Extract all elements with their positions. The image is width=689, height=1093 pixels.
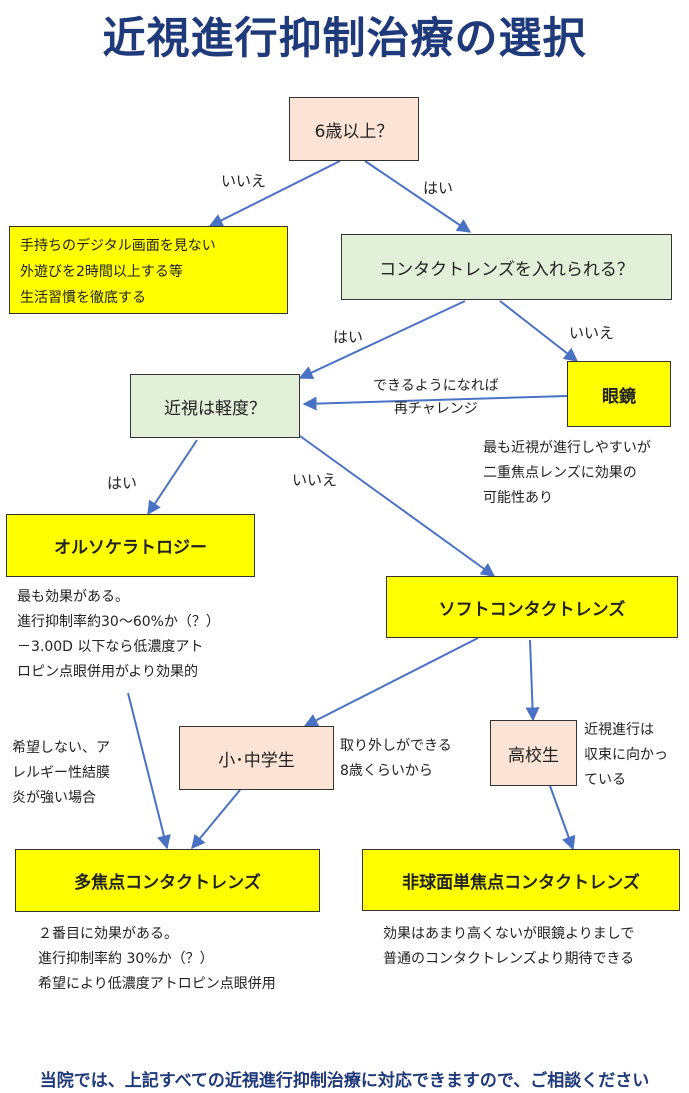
- note-allergy: 希望しない、ア レルギー性結膜 炎が強い場合: [12, 736, 110, 811]
- note-orthok: 最も効果がある。 進行抑制率約30～60%か（？） －3.00D 以下なら低濃度…: [17, 585, 220, 685]
- arrow-mild-to-soft: [299, 435, 496, 577]
- edge-label-retry-line: 再チャレンジ: [393, 401, 478, 417]
- node-glasses: 眼鏡: [567, 361, 671, 427]
- node-contact-label: コンタクトレンズを入れられる？: [379, 259, 634, 280]
- note-elementary: 取り外しができる 8歳くらいから: [340, 734, 452, 784]
- node-soft: ソフトコンタクトレンズ: [386, 576, 678, 638]
- note-line: 普通のコンタクトレンズより期待できる: [383, 951, 635, 967]
- node-lifestyle-line: 外遊びを2時間以上する等: [20, 264, 183, 280]
- arrow-contact-to-mild: [298, 300, 466, 380]
- node-multifocal: 多焦点コンタクトレンズ: [15, 849, 320, 912]
- edge-label-age-no: いいえ: [221, 172, 267, 190]
- edge-label-retry-line: できるようになれば: [373, 378, 499, 394]
- arrow-soft-to-elementary: [303, 637, 479, 727]
- note-line: 希望しない、ア: [12, 740, 110, 756]
- node-aspheric: 非球面単焦点コンタクトレンズ: [362, 849, 680, 911]
- arrow-elementary-to-multifocal: [191, 789, 241, 850]
- edge-label-age-yes: はい: [423, 179, 454, 197]
- node-aspheric-label: 非球面単焦点コンタクトレンズ: [402, 872, 640, 893]
- node-orthok-label: オルソケラトロジー: [54, 538, 207, 558]
- node-lifestyle: 手持ちのデジタル画面を見ない 外遊びを2時間以上する等 生活習慣を徹底する: [9, 226, 288, 314]
- note-line: 8歳くらいから: [340, 763, 433, 779]
- node-soft-label: ソフトコンタクトレンズ: [438, 599, 626, 620]
- arrow-contact-to-glasses: [499, 300, 579, 362]
- node-lifestyle-line: 生活習慣を徹底する: [20, 290, 146, 306]
- arrow-highschool-to-aspheric: [549, 785, 576, 851]
- node-elementary-label: 小･中学生: [218, 750, 295, 771]
- note-line: 取り外しができる: [340, 738, 452, 754]
- note-highschool: 近視進行は 収束に向かっ ている: [584, 718, 668, 793]
- node-highschool: 高校生: [490, 720, 577, 786]
- footer-message: 当院では、上記すべての近視進行抑制治療に対応できますので、ご相談ください: [39, 1071, 650, 1091]
- note-aspheric: 効果はあまり高くないが眼鏡よりましで 普通のコンタクトレンズより期待できる: [383, 922, 634, 972]
- arrow-glasses-to-mild: [302, 395, 568, 411]
- arrow-mild-to-orthok: [147, 439, 198, 516]
- note-line: 効果はあまり高くないが眼鏡よりましで: [383, 926, 635, 942]
- note-line: レルギー性結膜: [12, 765, 110, 781]
- note-line: ロピン点眼併用がより効果的: [17, 664, 199, 680]
- node-age-label: 6歳以上？: [314, 121, 394, 142]
- arrow-age-to-contact: [364, 160, 472, 233]
- note-line: 最も効果がある。: [17, 589, 129, 605]
- edge-label-mild-no: いいえ: [292, 471, 338, 489]
- node-glasses-label: 眼鏡: [602, 386, 636, 407]
- node-age: 6歳以上？: [289, 97, 419, 161]
- node-mild: 近視は軽度？: [130, 374, 300, 438]
- note-line: 炎が強い場合: [12, 790, 96, 806]
- edge-label-contact-yes: はい: [333, 328, 364, 346]
- node-highschool-label: 高校生: [508, 745, 559, 766]
- page-title: 近視進行抑制治療の選択: [102, 14, 587, 64]
- note-line: ている: [584, 772, 626, 788]
- note-glasses: 最も近視が進行しやすいが 二重焦点レンズに効果の 可能性あり: [483, 436, 651, 511]
- note-line: 近視進行は: [584, 722, 654, 738]
- edge-label-contact-no: いいえ: [569, 324, 615, 342]
- note-line: 進行抑制率約30～60%か（？）: [17, 614, 220, 630]
- node-lifestyle-line: 手持ちのデジタル画面を見ない: [20, 238, 216, 254]
- note-line: ２番目に効果がある。: [38, 926, 178, 942]
- note-line: 可能性あり: [483, 490, 553, 506]
- node-mild-label: 近視は軽度？: [164, 398, 266, 419]
- edge-label-mild-yes: はい: [107, 474, 138, 492]
- node-contact: コンタクトレンズを入れられる？: [341, 234, 672, 300]
- note-line: 希望により低濃度アトロピン点眼併用: [38, 976, 276, 992]
- node-orthok: オルソケラトロジー: [6, 514, 255, 577]
- note-line: 進行抑制率約 30%か（？）: [38, 951, 214, 967]
- note-line: －3.00D 以下なら低濃度アト: [17, 639, 204, 655]
- node-multifocal-label: 多焦点コンタクトレンズ: [74, 873, 261, 893]
- note-line: 二重焦点レンズに効果の: [483, 465, 637, 481]
- arrow-soft-to-highschool: [525, 639, 540, 722]
- arrow-age-to-lifestyle: [208, 160, 341, 227]
- node-elementary: 小･中学生: [179, 726, 334, 790]
- arrow-orthok-to-multifocal: [127, 692, 171, 850]
- edge-label-retry: できるようになれば 再チャレンジ: [373, 375, 499, 421]
- note-line: 最も近視が進行しやすいが: [483, 440, 651, 456]
- note-multifocal: ２番目に効果がある。 進行抑制率約 30%か（？） 希望により低濃度アトロピン点…: [38, 922, 276, 997]
- note-line: 収束に向かっ: [584, 747, 668, 763]
